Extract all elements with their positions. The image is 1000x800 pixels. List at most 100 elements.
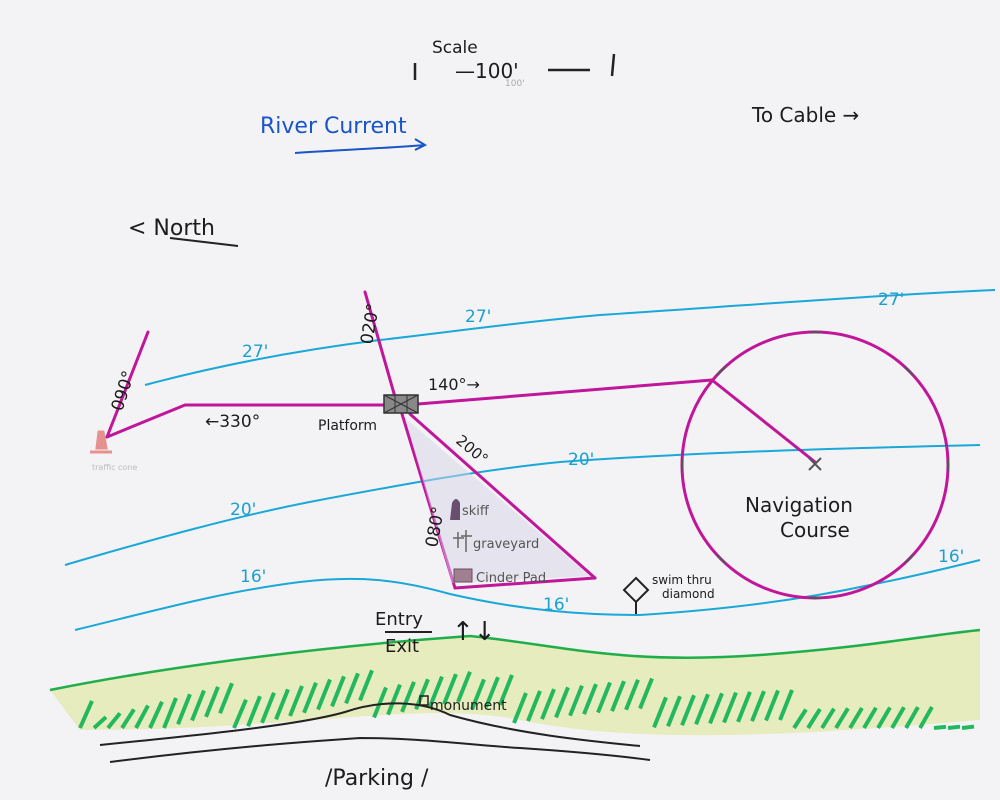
scale-value: —100'	[455, 59, 519, 83]
cinder-pad-icon	[453, 568, 473, 583]
monument-label: monument	[430, 698, 507, 714]
grass-stroke	[792, 708, 808, 730]
grass-stroke	[624, 679, 640, 711]
grass-stroke	[848, 706, 864, 730]
graveyard-icon	[453, 530, 472, 552]
circle-tick	[716, 366, 726, 376]
grass-strokes	[78, 669, 975, 730]
route-090	[105, 330, 150, 439]
grass-stroke	[947, 724, 961, 730]
grass-stroke	[92, 715, 108, 730]
monument-icon	[419, 695, 429, 706]
grass-stroke	[610, 680, 626, 712]
grass-stroke	[876, 706, 892, 730]
grass-stroke	[862, 706, 878, 730]
center-mark-icon	[808, 457, 822, 471]
trail-line	[99, 702, 641, 747]
skiff-label: skiff	[462, 504, 490, 519]
platform-label: Platform	[318, 418, 377, 434]
grass-stroke	[666, 695, 682, 727]
route-140	[416, 378, 714, 406]
trail-line	[109, 736, 651, 763]
shoreline	[49, 628, 981, 692]
grass-stroke	[582, 683, 598, 715]
grass-stroke	[540, 688, 556, 720]
grass-stroke	[806, 707, 822, 730]
grass-stroke	[933, 724, 947, 730]
depth-label-27: 27'	[242, 342, 268, 362]
grass-stroke	[498, 674, 514, 706]
grass-stroke	[400, 681, 416, 713]
parking-label: /Parking /	[325, 766, 429, 791]
grass-stroke	[694, 693, 710, 725]
grass-stroke	[512, 692, 528, 724]
scale-bar	[413, 53, 616, 80]
circle-tick	[904, 554, 914, 564]
swim-thru-label: swim thru	[652, 573, 712, 587]
depth-label-20: 20'	[230, 500, 256, 520]
traffic-cone-label: traffic cone	[92, 463, 137, 472]
depth-label-27: 27'	[465, 307, 491, 327]
circle-tick	[904, 366, 914, 376]
grass-stroke	[568, 684, 584, 717]
grass-stroke	[302, 681, 318, 714]
heading-330: ←330°	[205, 412, 260, 432]
graveyard-label: graveyard	[473, 537, 539, 552]
grass-stroke	[372, 686, 388, 719]
heading-140: 140°→	[428, 375, 480, 394]
grass-stroke	[722, 691, 738, 724]
grass-stroke	[162, 697, 178, 729]
grass-stroke	[638, 677, 654, 710]
grass-stroke	[428, 675, 444, 708]
swim-thru-label: diamond	[662, 587, 715, 601]
circle-radius	[710, 378, 817, 464]
route-200-right	[408, 412, 597, 580]
entry-label: Entry	[375, 609, 423, 630]
depth-label-27: 27'	[878, 290, 904, 310]
grass-stroke	[330, 675, 346, 708]
scale-faint-value: 100'	[505, 79, 525, 89]
grass-stroke	[961, 724, 975, 730]
grass-stroke	[260, 691, 276, 724]
grass-stroke	[736, 691, 752, 723]
navigation-course-label: Navigation	[745, 493, 853, 517]
grass-stroke	[358, 669, 374, 702]
grass-stroke	[274, 688, 290, 721]
grass-stroke	[78, 700, 94, 729]
grass-stroke	[218, 682, 234, 715]
grass-stroke	[708, 692, 724, 725]
grass-stroke	[918, 705, 934, 729]
circle-tick	[716, 554, 726, 564]
grass-stroke	[442, 673, 458, 705]
skiff-icon	[450, 499, 460, 520]
river-current-arrow	[294, 138, 428, 154]
swim-thru-diamond-icon	[622, 576, 650, 614]
depth-label-16: 16'	[938, 547, 964, 567]
north-label: < North	[128, 216, 215, 241]
grass-stroke	[680, 694, 696, 726]
to-cable-label: To Cable →	[751, 103, 859, 127]
grass-stroke	[834, 707, 850, 730]
river-current-label: River Current	[260, 114, 407, 139]
grass-stroke	[470, 678, 486, 711]
grass-stroke	[134, 704, 150, 729]
grass-stroke	[190, 689, 206, 722]
cinder-pad-label: Cinder Pad	[476, 571, 546, 586]
grass-stroke	[456, 670, 472, 703]
exit-label: Exit	[385, 636, 419, 657]
grass-stroke	[120, 708, 136, 730]
grass-stroke	[526, 690, 542, 722]
scale-label: Scale	[432, 38, 478, 58]
depth-label-16: 16'	[543, 595, 569, 615]
grass-stroke	[820, 707, 836, 730]
grass-stroke	[288, 685, 304, 717]
traffic-cone-icon	[90, 430, 112, 454]
heading-200: 200°	[452, 431, 491, 468]
grass-stroke	[904, 706, 920, 729]
grass-stroke	[386, 683, 402, 716]
grass-stroke	[246, 695, 262, 727]
grass-stroke	[484, 676, 500, 708]
grass-stroke	[554, 686, 570, 719]
route-020	[363, 290, 397, 399]
